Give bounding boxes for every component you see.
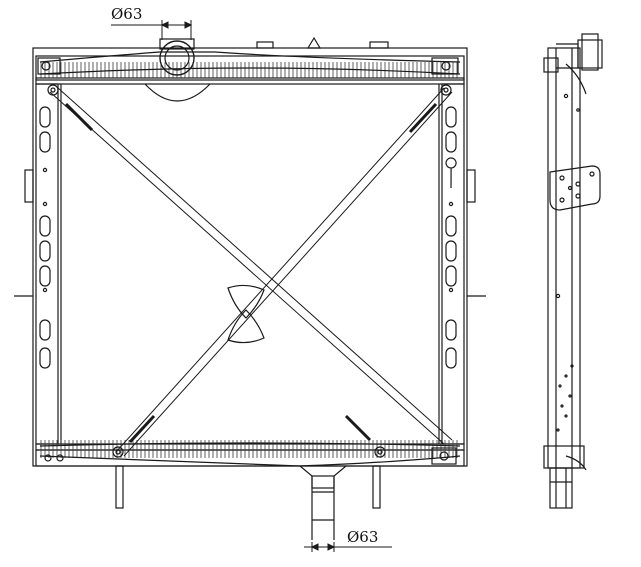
side-view xyxy=(543,33,603,509)
top-tank xyxy=(35,36,465,85)
cross-brace-1 xyxy=(49,87,453,445)
bottom-tank xyxy=(35,440,465,467)
dimension-top xyxy=(111,20,193,40)
bottom-outlet xyxy=(299,465,347,540)
top-inlet xyxy=(144,38,211,102)
side-top-inlet xyxy=(543,33,603,95)
cross-brace-2 xyxy=(115,87,453,457)
outer-frame xyxy=(32,47,468,467)
right-side-rail xyxy=(438,83,486,445)
brace-center-plate xyxy=(227,284,265,344)
top-inlet-diameter-label: Ø63 xyxy=(111,5,143,23)
side-mount-plate xyxy=(549,165,601,211)
side-bottom-outlet xyxy=(543,445,587,509)
brace-bolts xyxy=(47,84,452,458)
bottom-outlet-diameter-label: Ø63 xyxy=(347,528,379,546)
left-side-rail xyxy=(14,83,62,445)
side-frame xyxy=(547,47,581,469)
dimension-bottom xyxy=(304,542,392,552)
front-view xyxy=(14,36,486,540)
mounting-legs xyxy=(115,465,381,509)
